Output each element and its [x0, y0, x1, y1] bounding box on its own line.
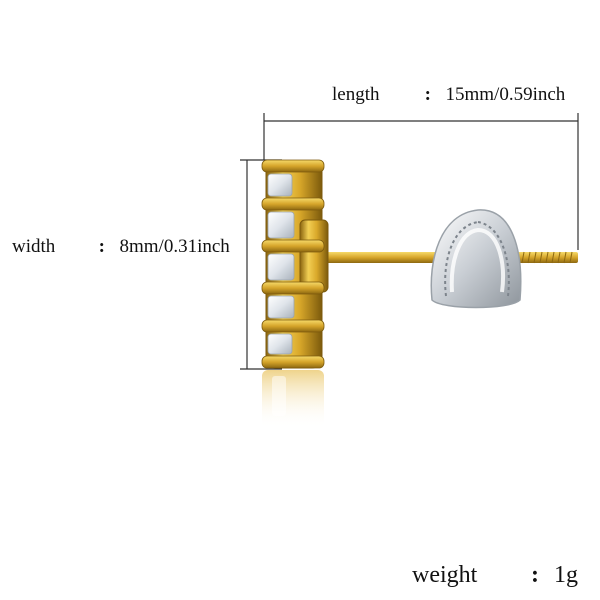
width-spec: width : 8mm/0.31inch [12, 236, 230, 258]
width-separator: : [98, 236, 105, 257]
length-label: length [332, 84, 380, 105]
length-dimension-line [263, 113, 579, 250]
length-separator: : [424, 84, 431, 105]
weight-label: weight [412, 562, 478, 588]
weight-value: 1g [554, 562, 578, 588]
width-value: 8mm/0.31inch [119, 236, 230, 257]
weight-separator: : [531, 562, 539, 588]
length-spec: length : 15mm/0.59inch [332, 84, 565, 106]
length-value: 15mm/0.59inch [445, 84, 566, 105]
screw-back [430, 209, 522, 309]
weight-spec: weight : 1g [412, 562, 578, 589]
earring-reflection [262, 370, 324, 428]
crystal-stones [267, 173, 295, 355]
stud-head [261, 159, 329, 369]
width-label: width [12, 236, 56, 257]
